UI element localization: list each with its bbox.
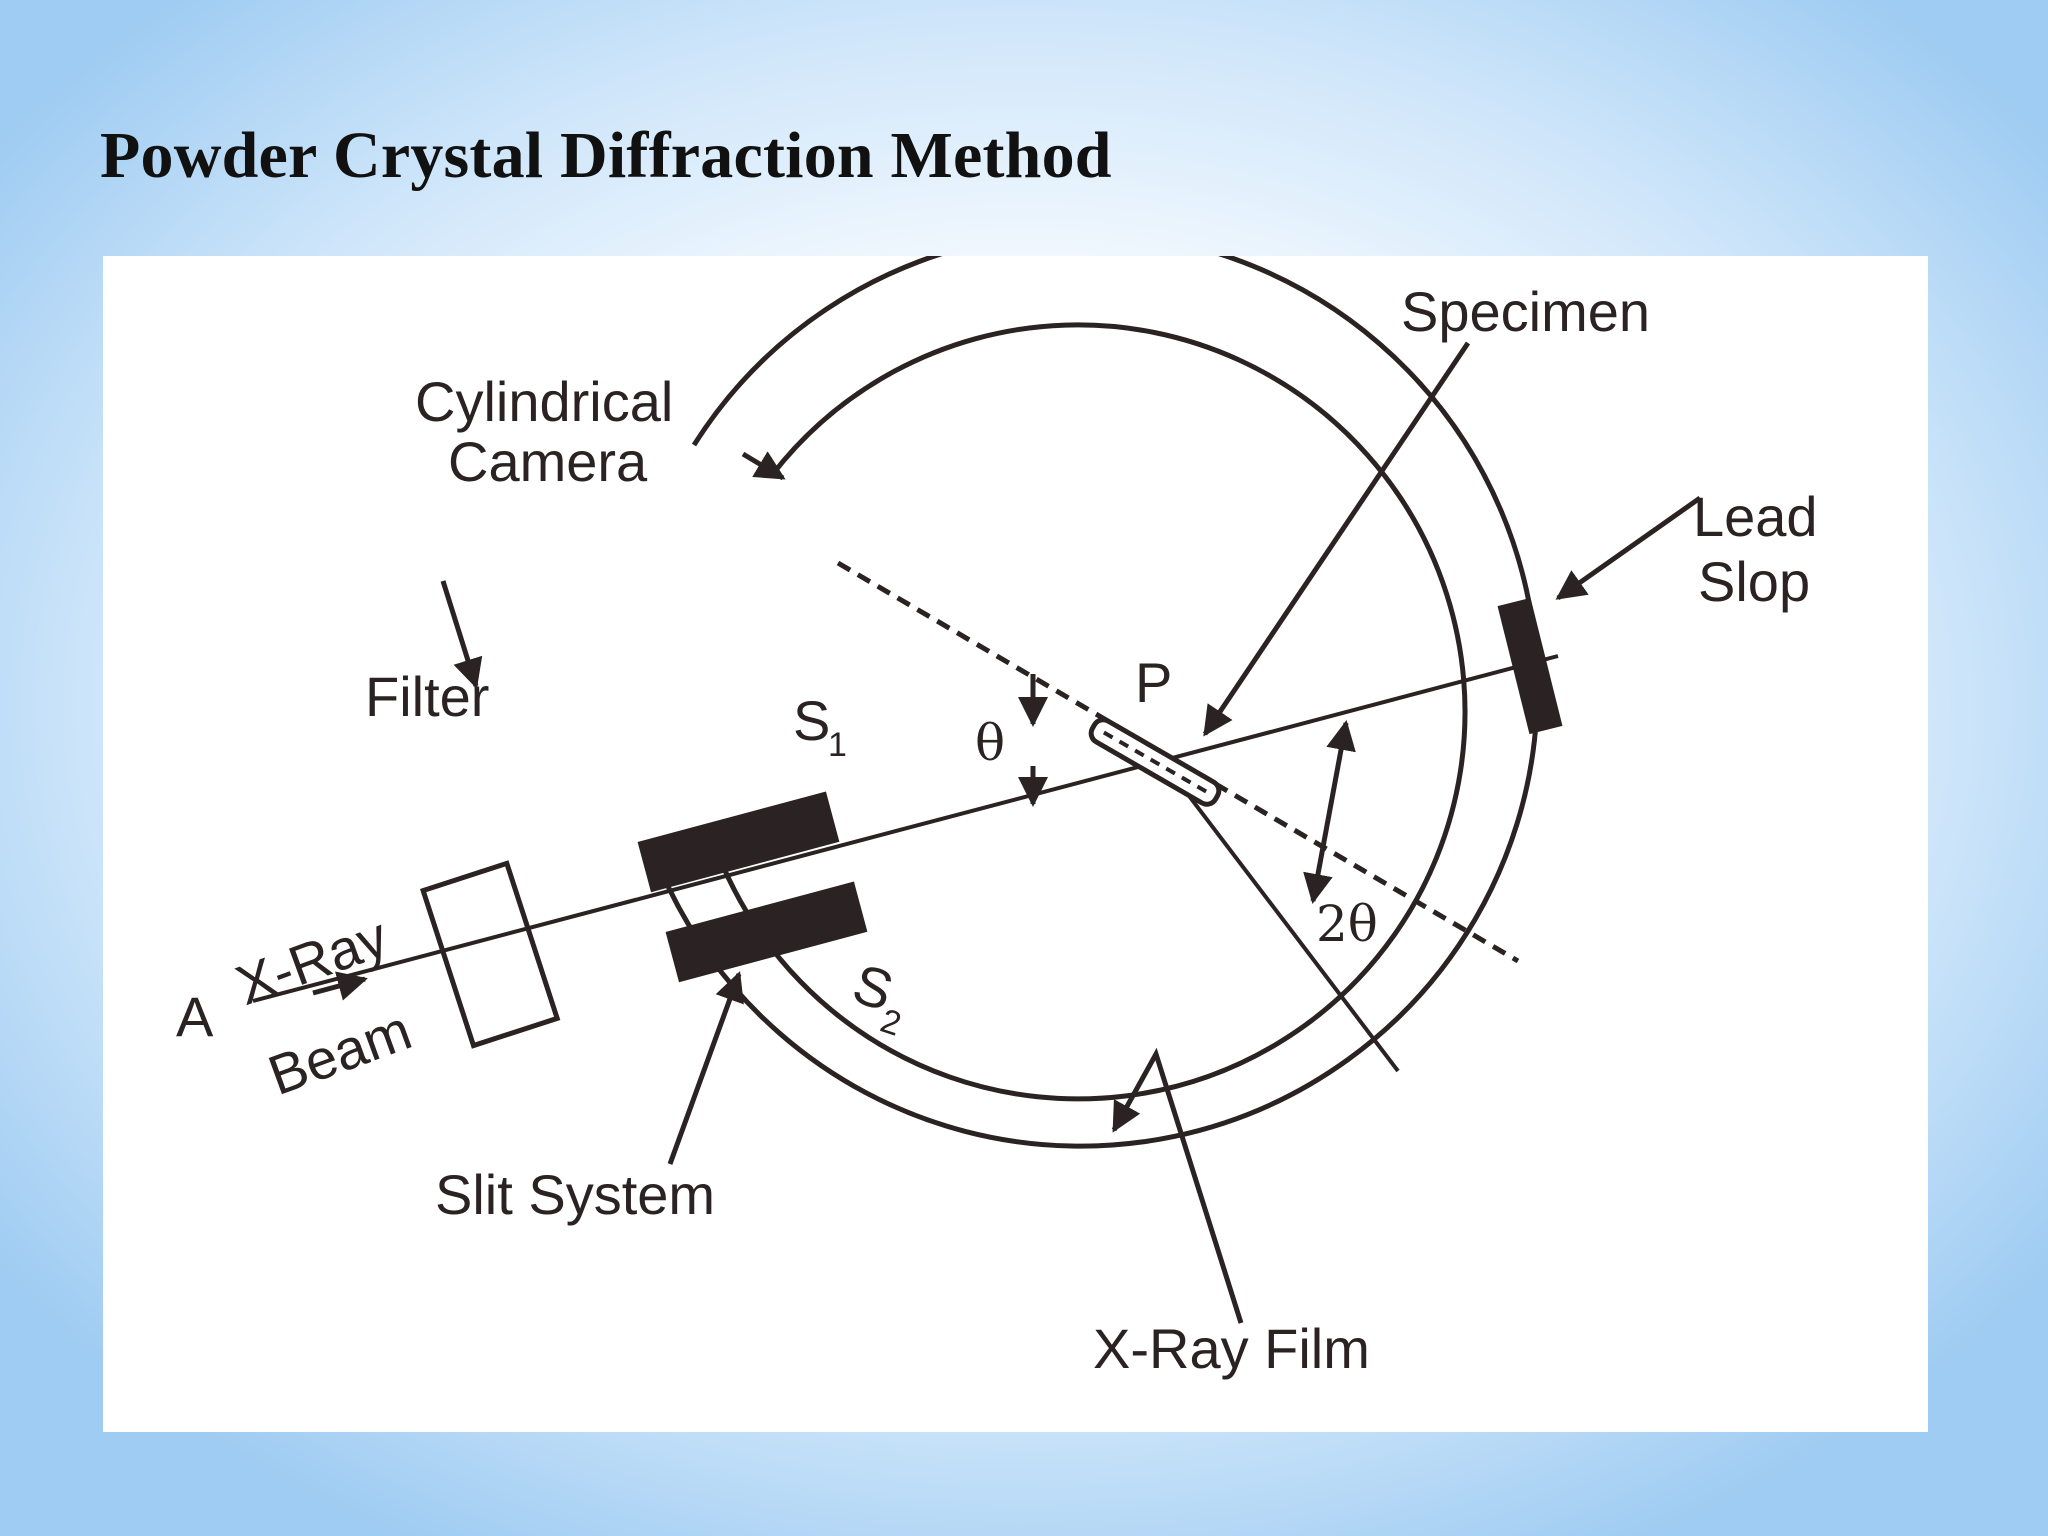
lead-arrow [1555,495,1702,601]
label-theta: θ [975,714,1005,772]
diagram-panel: Specimen Cylindrical Camera Lead Slop Fi… [103,256,1928,1432]
label-p: P [1135,651,1172,714]
xray-film-ring [712,322,1468,1102]
label-beam: Beam [260,998,419,1107]
beam-entry-arrow [312,971,368,1001]
specimen-capsule [1088,717,1222,807]
diffraction-diagram: Specimen Cylindrical Camera Lead Slop Fi… [176,256,1818,1380]
slit-system-arrow [667,971,744,1165]
label-slit-system: Slit System [435,1163,715,1226]
label-specimen: Specimen [1401,280,1650,343]
slit-s1 [637,791,840,893]
camera-arrow [741,451,786,481]
label-xray: X-Ray [228,904,396,1016]
label-two-theta: 2θ [1316,895,1378,953]
lead-stop [1497,597,1563,735]
label-camera: Camera [448,430,648,493]
slit-s2 [665,881,868,983]
filter-arrow [440,580,483,689]
diffracted-ray [1159,757,1400,1073]
slide-title: Powder Crystal Diffraction Method [100,119,1112,192]
label-slop: Slop [1698,550,1810,613]
label-s1-subscript: 1 [828,726,847,764]
filter-box [419,860,561,1049]
film-arrow [1111,1047,1244,1324]
label-filter: Filter [365,665,489,728]
label-s1: S [793,689,830,752]
label-xray-film: X-Ray Film [1093,1317,1370,1380]
two-theta-arrow [1303,720,1356,904]
label-cylindrical: Cylindrical [415,370,673,433]
label-lead: Lead [1693,485,1818,548]
specimen-arrow [1202,341,1471,737]
label-a: A [176,985,214,1048]
xray-beam-line [252,654,1559,1003]
